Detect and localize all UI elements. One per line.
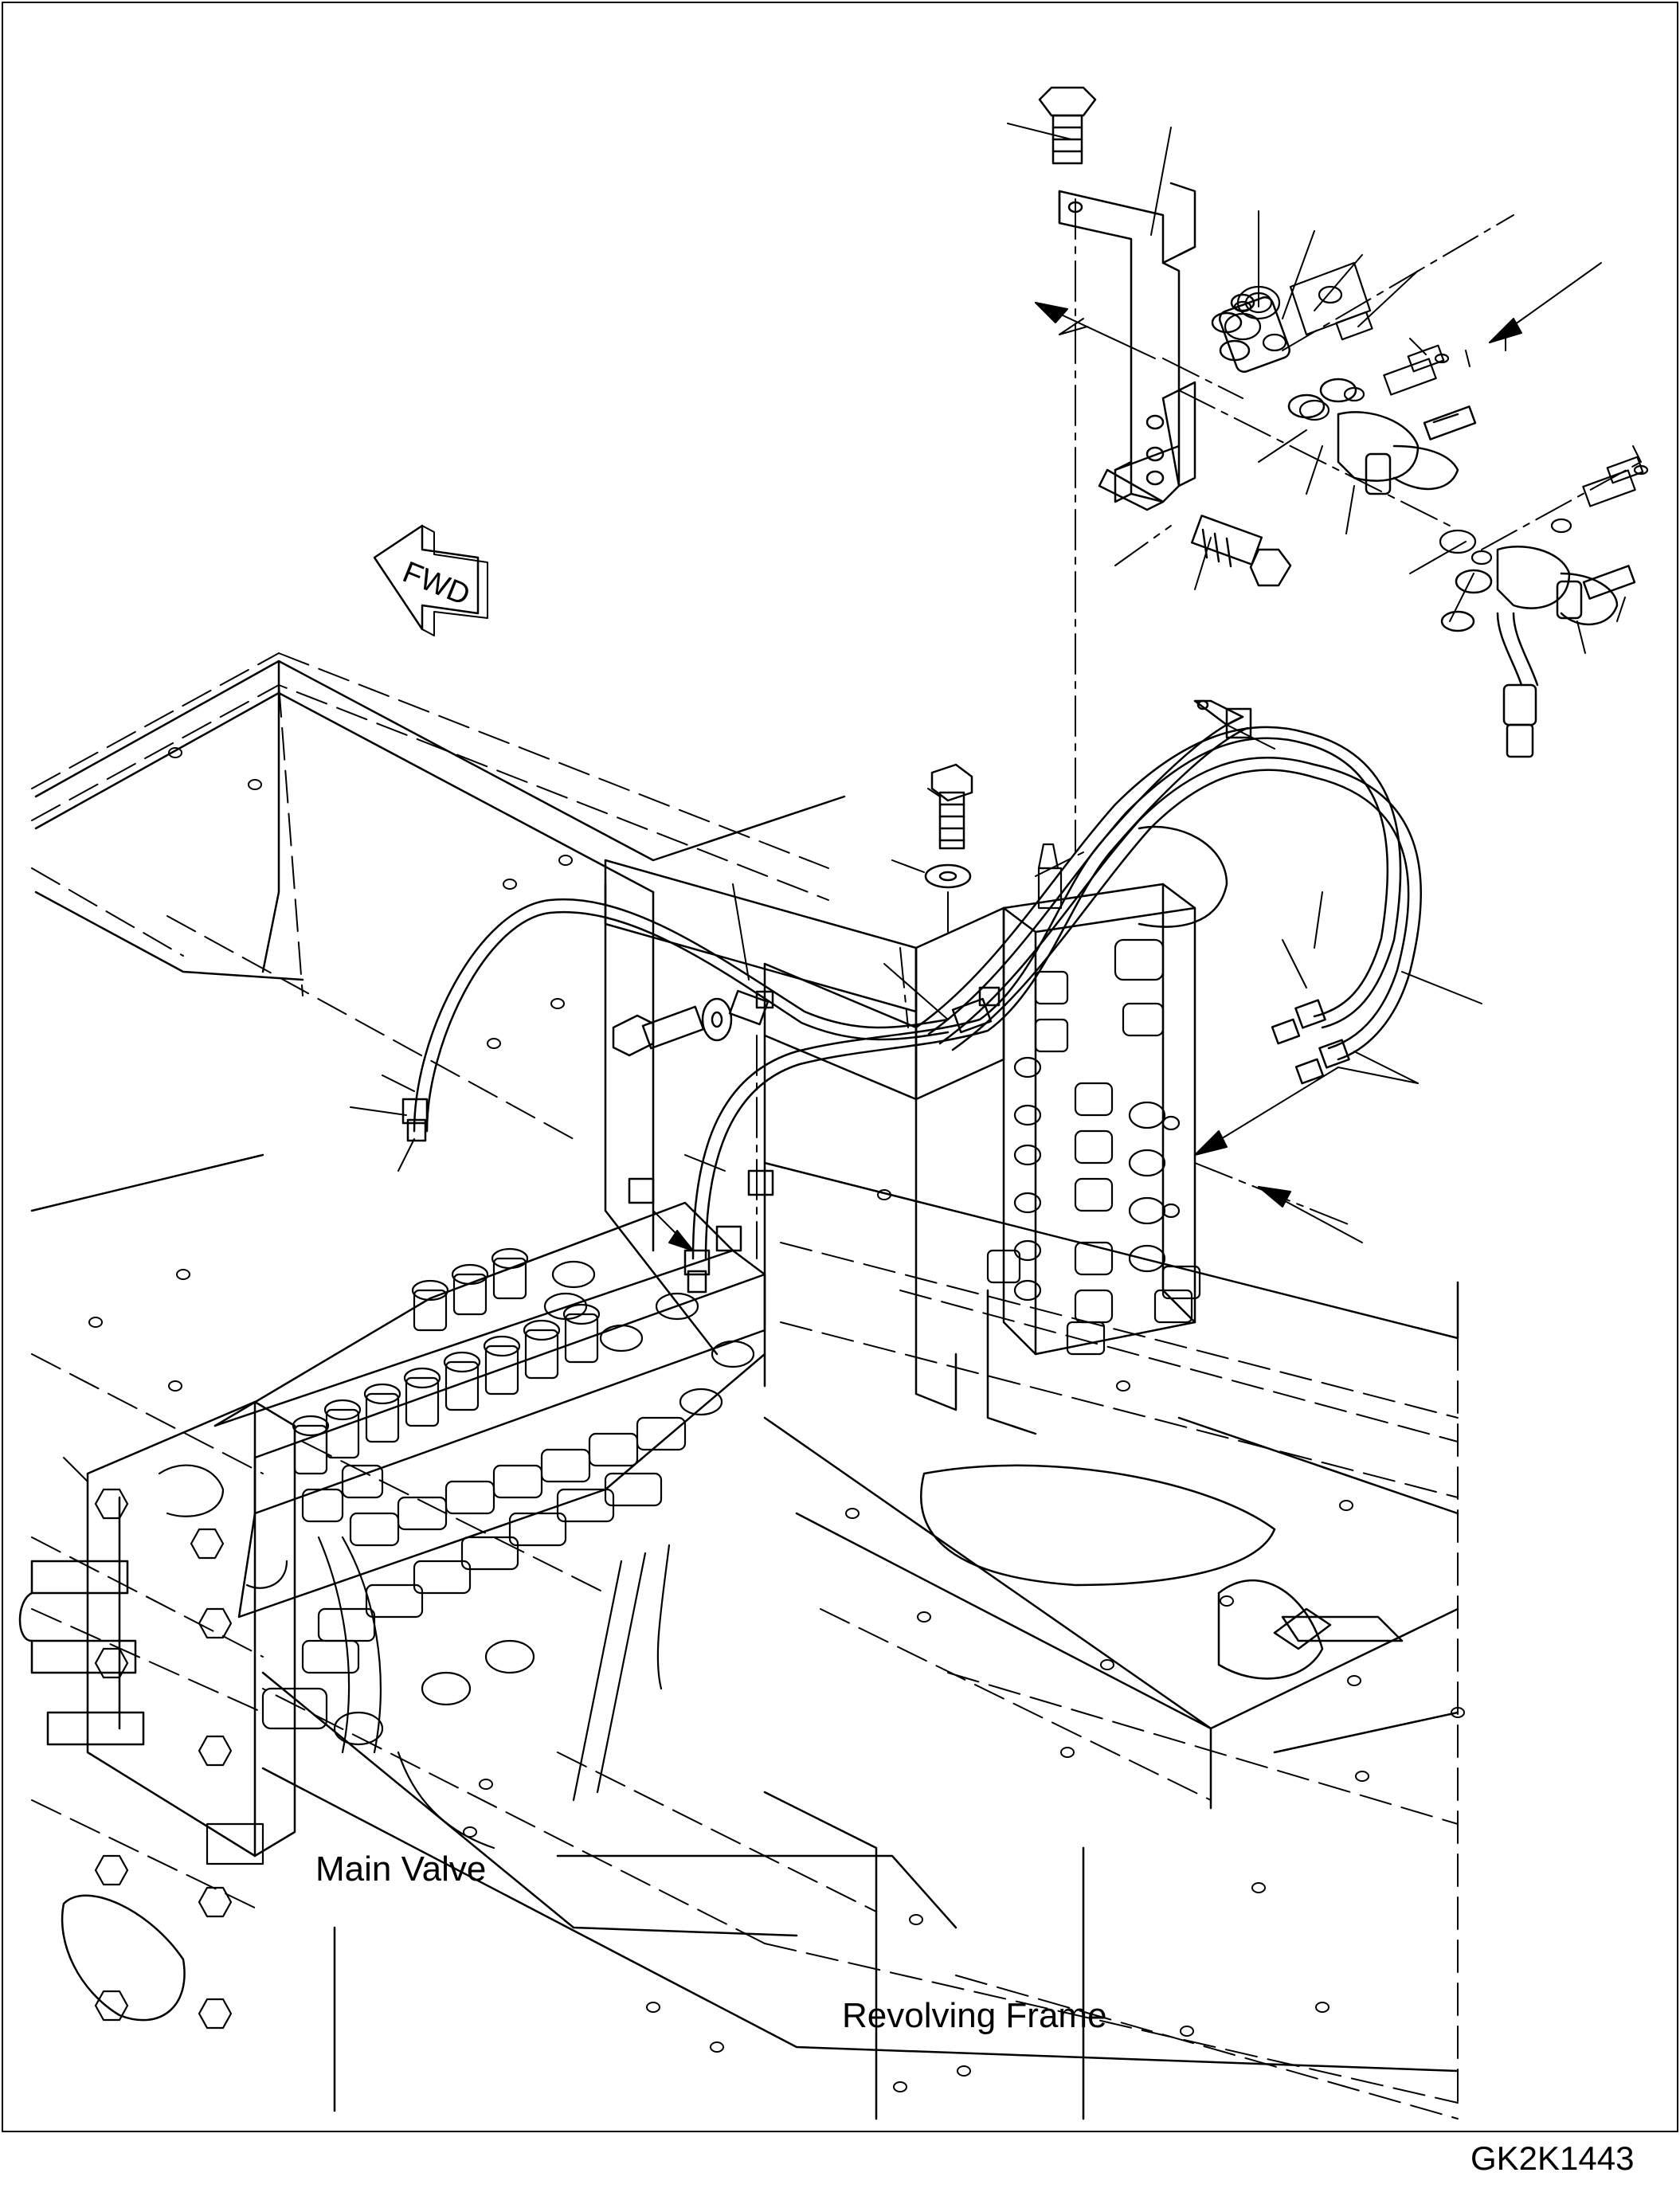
- main-valve-bolt-heads: [94, 1488, 264, 2030]
- revolving-frame-label: Revolving Frame: [842, 1996, 1107, 2035]
- solenoid-valve-block: [604, 859, 1196, 1435]
- solenoid-valve-lower: [1440, 546, 1636, 758]
- frame-holes: [88, 747, 1465, 2092]
- leader-lines: [63, 123, 1642, 1482]
- fwd-arrow-label: FWD: [398, 555, 475, 612]
- main-valve-fittings: [158, 1247, 755, 1850]
- fwd-arrow: FWD: [373, 524, 488, 636]
- hardware-bolt-left: [612, 997, 733, 1057]
- revolving-frame-dashes: [31, 652, 1459, 2120]
- direction-arrows: [652, 262, 1602, 1251]
- revolving-frame-outline: [30, 660, 1459, 2120]
- main-valve-label: Main Valve: [315, 1850, 487, 1889]
- drawing-number: GK2K1443: [1470, 2139, 1635, 2177]
- hardware-bolt-center: [924, 763, 973, 889]
- hardware-bolt-top: [1038, 86, 1097, 165]
- mounting-bracket: [1058, 182, 1196, 511]
- main-valve-body: [18, 1201, 766, 1857]
- sheet-border: [2, 2, 1678, 2132]
- hose-clamps: [728, 699, 1244, 1034]
- hose-upper-pair: [914, 707, 1423, 1085]
- center-lines: [756, 198, 1642, 1259]
- hose-left: [401, 898, 950, 1142]
- solenoid-block-fittings: [986, 843, 1201, 1356]
- solenoid-valve-upper: [1211, 293, 1477, 495]
